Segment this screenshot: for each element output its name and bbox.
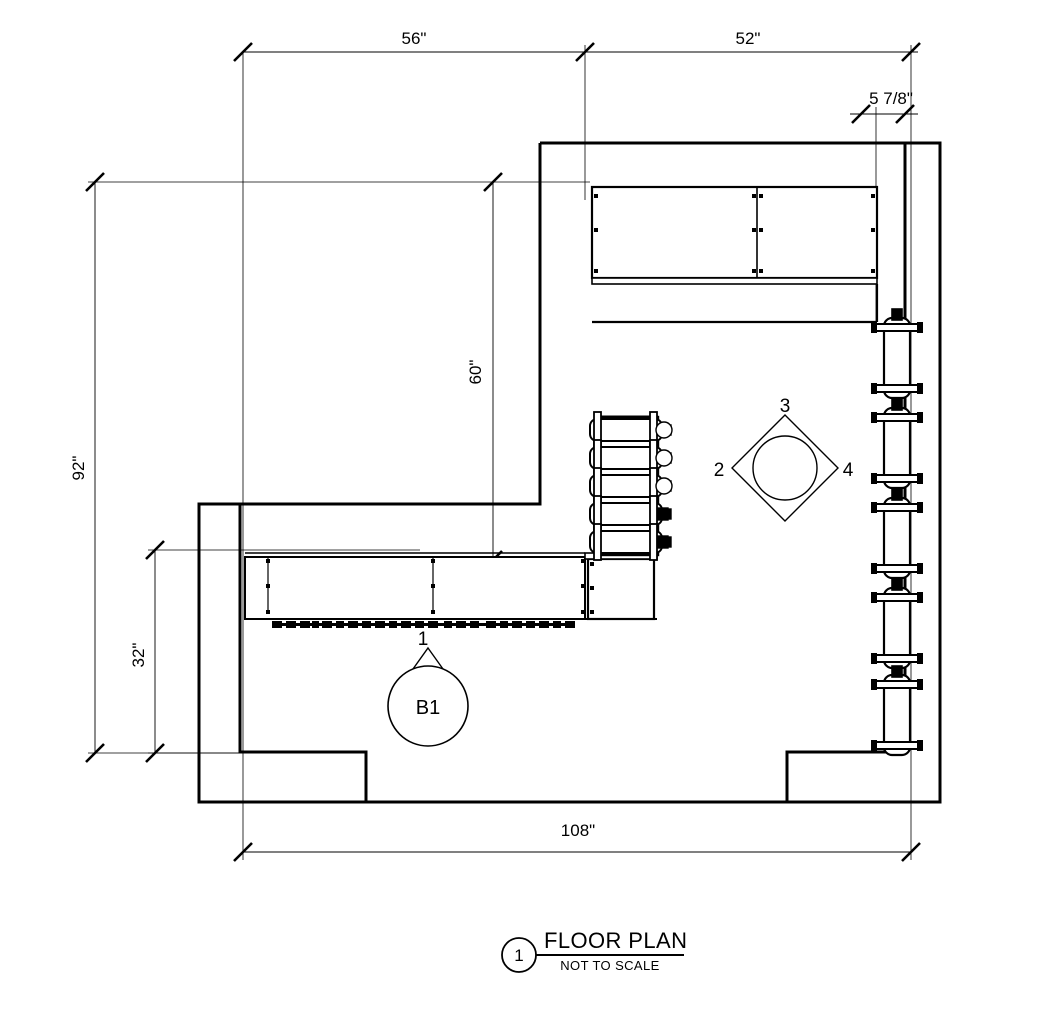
wall-cylinder — [869, 307, 925, 400]
dimension-labels: 56" 52" 5 7/8" 92" 32" 60" 108" — [69, 29, 913, 840]
section-marker-number: 1 — [418, 629, 429, 650]
dim-top-left-label: 56" — [402, 29, 427, 48]
wall-cylinder — [869, 487, 925, 580]
wall-cylinder — [869, 664, 925, 757]
wall-cylinder — [869, 397, 925, 490]
cabinet-front-cleats — [272, 621, 575, 628]
dim-bottom-overall-label: 108" — [561, 821, 595, 840]
corner-cabinet — [584, 552, 658, 621]
upper-cabinet — [590, 185, 879, 324]
elevation-callout-left: 2 — [714, 460, 725, 481]
bottom-overall-dimension — [232, 841, 922, 863]
title-subtitle: NOT TO SCALE — [560, 958, 659, 973]
left-lower-dimension — [144, 539, 420, 764]
elevation-callout-top: 3 — [780, 396, 791, 417]
rack-valve-caps — [655, 421, 673, 549]
detail-bubble-b1[interactable]: 1 B1 — [387, 629, 469, 747]
dim-top-small-label: 5 7/8" — [869, 89, 913, 108]
page-title: FLOOR PLAN — [544, 928, 687, 953]
wall-cylinder — [869, 577, 925, 670]
base-cabinet — [244, 552, 586, 628]
elevation-callout-right: 4 — [843, 460, 854, 481]
dim-left-overall-label: 92" — [69, 456, 88, 481]
dim-top-right-label: 52" — [736, 29, 761, 48]
interior-vertical-dimension — [482, 171, 504, 571]
base-shelf-pins — [266, 559, 585, 614]
title-block: 1 FLOOR PLAN NOT TO SCALE — [501, 928, 687, 973]
left-overall-dimension — [84, 171, 590, 764]
title-detail-number: 1 — [514, 946, 523, 965]
elevation-reference-marker[interactable]: 3 2 4 — [714, 396, 854, 522]
dim-left-lower-label: 32" — [129, 643, 148, 668]
bubble-tag-label: B1 — [416, 697, 440, 719]
dim-interior-vertical-label: 60" — [466, 360, 485, 385]
wall-mounted-cylinders — [869, 307, 925, 757]
shelf-pins — [594, 194, 875, 273]
cylinder-rack — [589, 411, 673, 561]
